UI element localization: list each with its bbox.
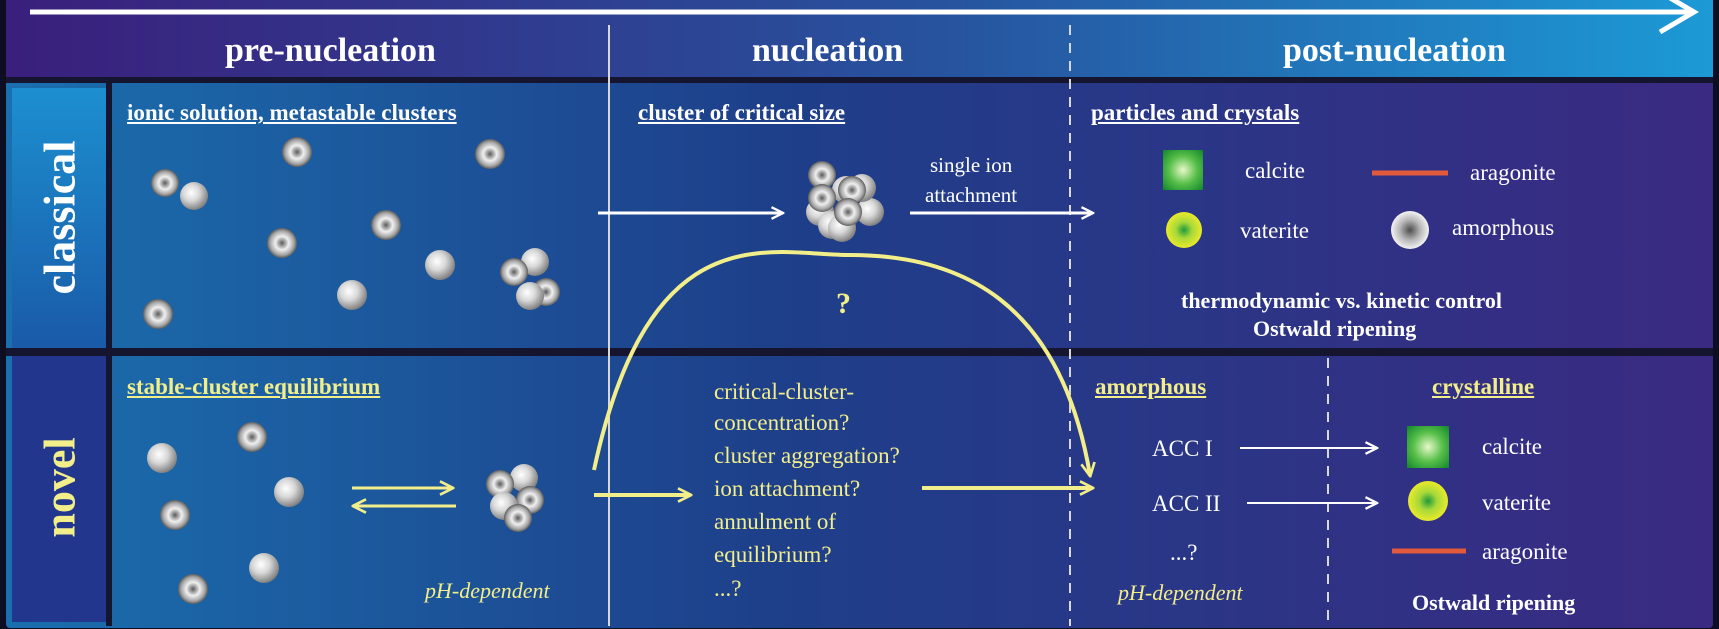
arrow-label-line2: attachment	[925, 183, 1018, 207]
row-label-novel: novel	[35, 437, 85, 538]
novel-band	[12, 356, 106, 622]
header-pre-nucleation: pre-nucleation	[225, 32, 436, 69]
classical-nuc-title: cluster of critical size	[638, 100, 846, 125]
nuc-question-2: concentration?	[714, 410, 850, 435]
novel-calcite-symbol	[1407, 426, 1449, 468]
novel-ions	[147, 422, 304, 604]
nuc-question-1: critical-cluster-	[714, 379, 855, 404]
note-ostwald-classical: Ostwald ripening	[1253, 316, 1417, 341]
vaterite-symbol	[1166, 212, 1202, 248]
crystalline-title: crystalline	[1432, 374, 1535, 399]
nuc-question-5: annulment of	[714, 509, 836, 534]
novel-footer: Ostwald ripening	[1412, 590, 1576, 615]
legend-aragonite: aragonite	[1470, 160, 1556, 185]
classical-ions	[143, 137, 505, 329]
nuc-question-7: ...?	[714, 576, 742, 601]
amorphous-symbol	[1391, 211, 1429, 249]
header-nucleation: nucleation	[752, 32, 904, 69]
critical-cluster	[806, 161, 884, 242]
novel-pre-note: pH-dependent	[425, 578, 550, 603]
nuc-question-6: equilibrium?	[714, 542, 832, 567]
legend-calcite: calcite	[1245, 158, 1306, 183]
product-vaterite: vaterite	[1482, 490, 1551, 515]
legend-vaterite: vaterite	[1240, 218, 1309, 243]
note-thermo-kinetic: thermodynamic vs. kinetic control	[1181, 288, 1503, 313]
classical-pre-title: ionic solution, metastable clusters	[127, 100, 457, 125]
header-post-nucleation: post-nucleation	[1283, 32, 1506, 69]
nuc-question-3: cluster aggregation?	[714, 443, 900, 468]
calcite-symbol	[1163, 150, 1203, 190]
arrow-label-line1: single ion	[930, 153, 1013, 177]
acc-3: ...?	[1170, 540, 1198, 565]
question-mark: ?	[836, 287, 851, 320]
acc-2: ACC II	[1152, 491, 1221, 516]
amorphous-title: amorphous	[1095, 374, 1207, 399]
nuc-question-4: ion attachment?	[714, 476, 861, 501]
classical-post-title: particles and crystals	[1091, 100, 1300, 125]
legend-amorphous: amorphous	[1452, 215, 1555, 240]
row-label-classical: classical	[35, 140, 85, 295]
product-aragonite: aragonite	[1482, 539, 1568, 564]
progress-arrowhead	[1658, 0, 1699, 35]
amorphous-note: pH-dependent	[1118, 580, 1243, 605]
novel-vaterite-symbol	[1408, 481, 1448, 521]
product-calcite: calcite	[1482, 434, 1543, 459]
stable-cluster	[486, 464, 544, 532]
curved-bypass-arrow	[592, 250, 1090, 475]
novel-pre-title: stable-cluster equilibrium	[127, 374, 381, 399]
classical-band	[12, 88, 106, 348]
classical-small-cluster	[500, 248, 560, 310]
acc-1: ACC I	[1152, 436, 1213, 461]
